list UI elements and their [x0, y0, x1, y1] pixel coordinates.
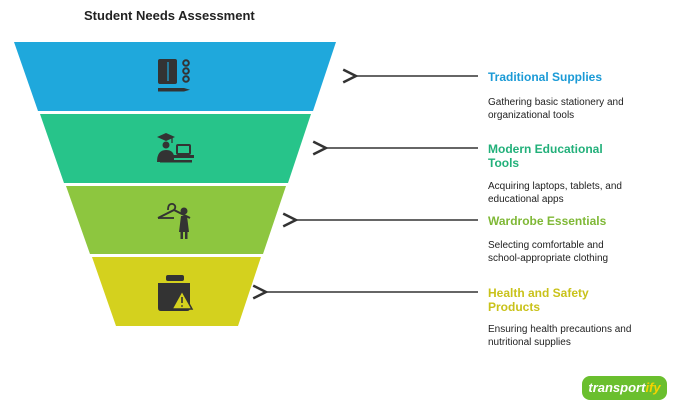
stage-description-health-safety: Ensuring health precautions and nutritio… — [488, 324, 632, 348]
logo-text: transport — [588, 380, 646, 395]
transportify-logo: transportify — [582, 376, 667, 400]
diagram-title: Student Needs Assessment — [84, 8, 255, 23]
warning-jar-icon — [158, 275, 194, 311]
student-laptop-icon — [157, 133, 194, 163]
notebook-pencil-icon — [158, 59, 190, 92]
logo-accent-text: ify — [645, 380, 661, 395]
stage-description-modern-educational-tools: Acquiring laptops, tablets, and educatio… — [488, 181, 622, 205]
stage-label-modern-educational-tools: Modern Educational Tools — [488, 142, 603, 170]
stage-description-wardrobe-essentials: Selecting comfortable and school-appropr… — [488, 240, 609, 264]
stage-description-traditional-supplies: Gathering basic stationery and organizat… — [488, 97, 624, 121]
stage-label-traditional-supplies: Traditional Supplies — [488, 70, 603, 84]
stage-label-wardrobe-essentials: Wardrobe Essentials — [488, 214, 607, 228]
funnel-segment-wardrobe-essentials — [66, 186, 286, 254]
hanger-person-icon — [157, 202, 191, 239]
funnel-segment-modern-educational-tools — [40, 114, 311, 183]
stage-label-health-safety: Health and Safety Products — [488, 286, 589, 314]
